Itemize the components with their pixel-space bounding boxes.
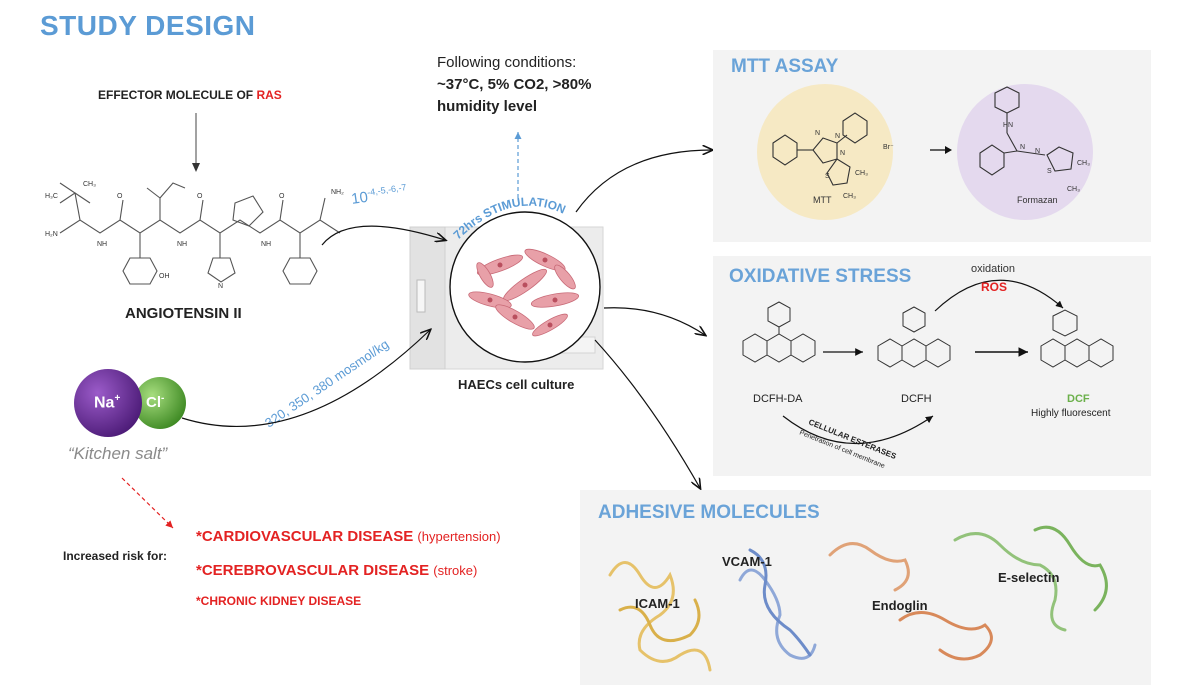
mtt-compound-label: MTT bbox=[813, 195, 832, 205]
na-charge: + bbox=[114, 393, 121, 404]
effector-prefix: EFFECTOR MOLECULE OF bbox=[98, 88, 257, 102]
dcf-note: Highly fluorescent bbox=[1031, 408, 1111, 419]
risk-item-main: *CEREBROVASCULAR DISEASE bbox=[196, 562, 430, 579]
svg-text:NH: NH bbox=[261, 241, 271, 248]
conditions-line2: humidity level bbox=[437, 98, 538, 115]
svg-text:CH₃: CH₃ bbox=[843, 193, 856, 200]
kitchen-salt-caption: “Kitchen salt” bbox=[68, 444, 168, 463]
svg-text:N: N bbox=[218, 283, 223, 290]
oxidation-label: oxidation bbox=[971, 263, 1015, 275]
svg-text:O: O bbox=[117, 193, 123, 200]
salt-spheres bbox=[74, 369, 186, 437]
svg-text:NH: NH bbox=[177, 241, 187, 248]
svg-text:N: N bbox=[840, 150, 845, 157]
svg-text:S: S bbox=[825, 173, 830, 180]
svg-text:O: O bbox=[279, 193, 285, 200]
na-symbol: Na bbox=[94, 394, 115, 412]
mtt-reaction: N N N S CH₃ CH₃ Br⁻ HN N N S CH₃ CH₃ MTT Formaza… bbox=[757, 84, 1093, 220]
svg-text:Br⁻: Br⁻ bbox=[883, 144, 894, 151]
oxidative-title: OXIDATIVE STRESS bbox=[729, 266, 912, 287]
vcam-1-label: VCAM-1 bbox=[722, 554, 772, 569]
conditions-block: Following conditions: ~37°C, 5% CO2, >80… bbox=[437, 52, 591, 118]
svg-text:N: N bbox=[1035, 148, 1040, 155]
svg-text:N: N bbox=[835, 133, 840, 140]
angiotensin-structure: H₃C CH₃ H₂N NH NH NH O O O NH₂ OH N bbox=[45, 113, 344, 290]
angiotensin-label: ANGIOTENSIN II bbox=[125, 305, 242, 322]
conditions-intro: Following conditions: bbox=[437, 54, 577, 71]
svg-text:H₂N: H₂N bbox=[45, 231, 58, 238]
svg-text:H₃C: H₃C bbox=[45, 193, 58, 200]
svg-text:N: N bbox=[1020, 144, 1025, 151]
culture-label: HAECs cell culture bbox=[458, 377, 575, 392]
risk-item-cardiovascular: *CARDIOVASCULAR DISEASE (hypertension) bbox=[196, 528, 501, 545]
formazan-compound-label: Formazan bbox=[1017, 195, 1058, 205]
svg-text:N: N bbox=[815, 130, 820, 137]
na-label: Na+ bbox=[94, 393, 120, 412]
svg-text:CH₃: CH₃ bbox=[1067, 186, 1080, 193]
dcf-label: DCF bbox=[1067, 393, 1090, 405]
svg-text:S: S bbox=[1047, 168, 1052, 175]
risk-item-note: (stroke) bbox=[433, 563, 478, 578]
risk-item-main: *CARDIOVASCULAR DISEASE bbox=[196, 528, 414, 545]
svg-text:CH₃: CH₃ bbox=[83, 181, 96, 188]
stimulation-label: 72hrs STIMULATION bbox=[451, 195, 568, 242]
risk-item-note: (hypertension) bbox=[417, 529, 501, 544]
svg-text:CH₃: CH₃ bbox=[855, 170, 868, 177]
risk-label: Increased risk for: bbox=[63, 549, 168, 563]
cl-label: Cl- bbox=[146, 393, 164, 411]
endoglin-label: Endoglin bbox=[872, 598, 928, 613]
svg-text:HN: HN bbox=[1003, 122, 1013, 129]
dcfh-label: DCFH bbox=[901, 393, 932, 405]
e-selectin-label: E-selectin bbox=[998, 570, 1059, 585]
svg-text:NH₂: NH₂ bbox=[331, 189, 344, 196]
cl-symbol: Cl bbox=[146, 394, 161, 411]
svg-text:OH: OH bbox=[159, 273, 170, 280]
conditions-line1: ~37°C, 5% CO2, >80% bbox=[437, 76, 592, 93]
mtt-title: MTT ASSAY bbox=[731, 56, 839, 77]
ros-label: ROS bbox=[981, 280, 1007, 294]
risk-item-cerebrovascular: *CEREBROVASCULAR DISEASE (stroke) bbox=[196, 562, 477, 579]
cl-charge: - bbox=[161, 393, 165, 404]
icam-1-label: ICAM-1 bbox=[635, 596, 680, 611]
svg-text:NH: NH bbox=[97, 241, 107, 248]
adhesive-title: ADHESIVE MOLECULES bbox=[598, 502, 820, 523]
effector-label: EFFECTOR MOLECULE OF RAS bbox=[98, 88, 282, 102]
svg-text:O: O bbox=[197, 193, 203, 200]
incubator-illustration bbox=[409, 211, 604, 370]
dcfh-da-label: DCFH-DA bbox=[753, 393, 803, 405]
risk-item-kidney: *CHRONIC KIDNEY DISEASE bbox=[196, 594, 362, 608]
page-title: STUDY DESIGN bbox=[40, 10, 256, 41]
svg-text:CH₃: CH₃ bbox=[1077, 160, 1090, 167]
adhesive-proteins: ICAM-1 VCAM-1 Endoglin E-selectin bbox=[608, 525, 1108, 672]
effector-ras: RAS bbox=[256, 88, 282, 102]
oxidative-reaction: oxidation ROS DCFH-DA DCFH DCF Highly fl… bbox=[742, 263, 1114, 470]
